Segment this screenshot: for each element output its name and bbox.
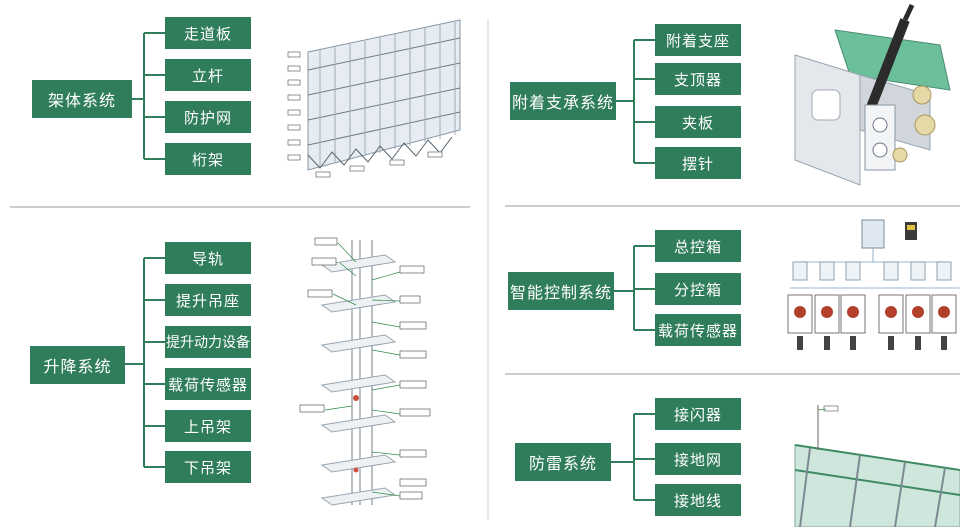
frame-connectors (132, 32, 165, 160)
frame-item-truss: 桁架 (165, 143, 251, 175)
lightning-connectors (611, 413, 655, 501)
support-system-box: 附着支承系统 (510, 82, 616, 120)
lift-connectors (125, 257, 165, 468)
support-item-jack: 支顶器 (655, 63, 741, 95)
frame-item-walkboard: 走道板 (165, 17, 251, 49)
support-item-seat: 附着支座 (655, 24, 741, 56)
frame-item-pole: 立杆 (165, 59, 251, 91)
control-system-box: 智能控制系统 (508, 272, 614, 310)
lift-item-hoist-seat: 提升吊座 (165, 284, 251, 316)
control-item-sub-box: 分控箱 (655, 273, 741, 305)
support-item-clamp: 夹板 (655, 106, 741, 138)
control-item-load-sensor: 载荷传感器 (655, 314, 741, 346)
frame-system-box: 架体系统 (32, 80, 132, 118)
frame-item-net: 防护网 (165, 101, 251, 133)
lightning-item-ground-grid: 接地网 (655, 443, 741, 475)
control-connectors (614, 245, 655, 331)
lift-item-guide-rail: 导轨 (165, 242, 251, 274)
support-item-pendulum: 摆针 (655, 147, 741, 179)
lightning-item-ground-wire: 接地线 (655, 484, 741, 516)
lift-item-load-sensor: 载荷传感器 (165, 368, 251, 400)
lightning-item-air-terminal: 接闪器 (655, 398, 741, 430)
lift-item-lower-hanger: 下吊架 (165, 451, 251, 483)
lightning-system-box: 防雷系统 (515, 443, 611, 481)
lift-system-box: 升降系统 (30, 346, 125, 384)
lift-item-power-device: 提升动力设备 (165, 326, 251, 358)
support-connectors (616, 39, 655, 164)
control-item-main-box: 总控箱 (655, 230, 741, 262)
lift-item-upper-hanger: 上吊架 (165, 410, 251, 442)
